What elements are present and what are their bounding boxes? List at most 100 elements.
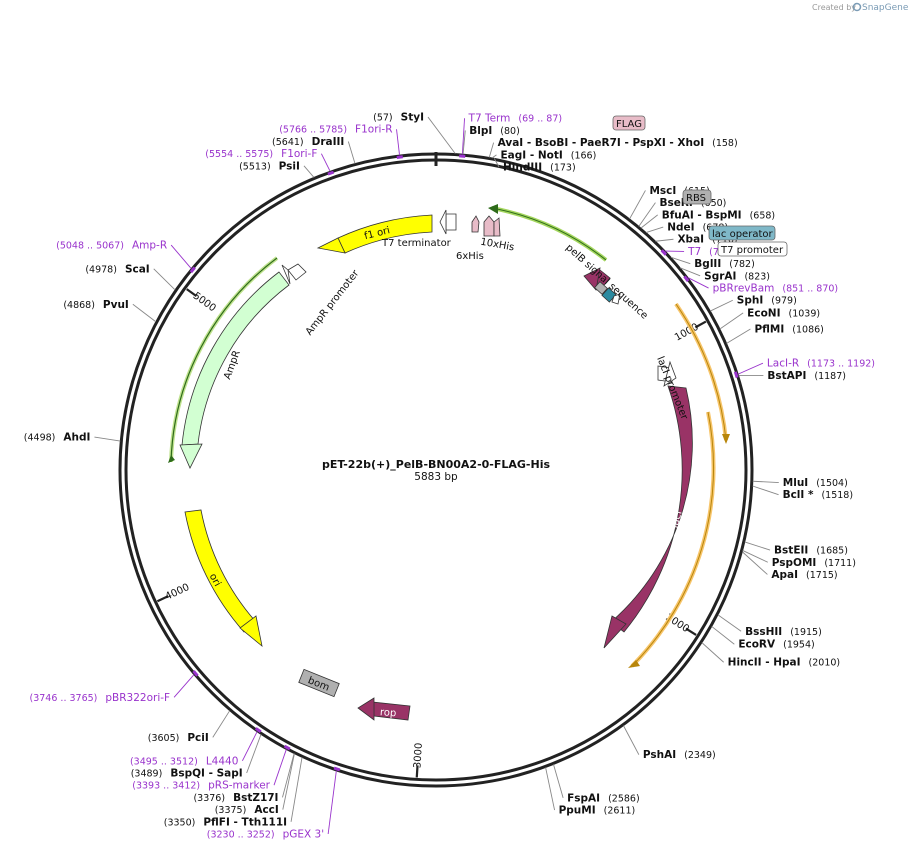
site-label-21[interactable]: BssHII(1915) [745, 626, 822, 638]
feature-10xhis[interactable]: 10xHis [480, 215, 516, 253]
site-leader-8 [645, 226, 664, 233]
site-label-11[interactable]: SgrAI(823) [704, 270, 770, 282]
site-name-29: BstZ17I [233, 792, 278, 804]
site-label-24[interactable]: PshAI(2349) [643, 749, 716, 761]
feature-ampr[interactable]: AmpR [168, 256, 290, 469]
feature-f1-ori[interactable]: f1 ori [316, 214, 433, 254]
tick-label-3000: 3000 [412, 742, 425, 768]
site-label-18[interactable]: BstEII(1685) [774, 545, 848, 557]
site-leader-35 [303, 165, 315, 178]
site-leader-29 [282, 753, 295, 798]
site-pos-17: (1518) [821, 490, 853, 501]
tag-rbs[interactable]: RBS [682, 189, 712, 205]
primer-label-8[interactable]: (5048 .. 5067)Amp-R [56, 240, 167, 252]
site-label-2[interactable]: AvaI - BsoBI - PaeR7I - PspXI - XhoI(158… [498, 137, 738, 149]
site-label-22[interactable]: EcoRV(1954) [738, 639, 814, 651]
tag-lac-operator[interactable]: lac operator [708, 225, 776, 241]
site-label-27[interactable]: (3350)PflFI - Tth111I [164, 816, 287, 828]
site-label-17[interactable]: BclI *(1518) [783, 489, 853, 501]
site-leader-36 [347, 141, 356, 164]
site-label-34[interactable]: (4978)ScaI [85, 263, 149, 275]
primer-label-0[interactable]: T7 Term(69 .. 87) [468, 113, 563, 125]
primer-text-0: T7 Term(69 .. 87) [468, 113, 563, 125]
site-name-28: AccI [254, 804, 278, 816]
primer-label-3[interactable]: LacI-R(1173 .. 1192) [767, 358, 875, 370]
site-label-3[interactable]: EagI - NotI(166) [500, 149, 596, 161]
snapgene-logo-icon [852, 2, 862, 12]
site-name-14: PflMI [754, 323, 784, 335]
feature-pelb-signal-sequence[interactable]: pelB signal sequence [563, 242, 649, 321]
site-name-8: NdeI [667, 222, 694, 234]
primer-range-4: (3230 .. 3252) [207, 830, 275, 841]
site-name-24: PshAI [643, 749, 676, 761]
site-label-36[interactable]: (5641)DraIII [272, 136, 344, 148]
feature-6xhis[interactable]: 6xHis [456, 215, 484, 262]
primer-label-4[interactable]: (3230 .. 3252)pGEX 3' [207, 829, 324, 841]
site-leader-13 [719, 312, 744, 330]
feature-ori[interactable]: ori [184, 509, 263, 648]
site-pos-26: (2611) [604, 806, 636, 817]
site-pos-23: (2010) [809, 658, 841, 669]
site-label-31[interactable]: (3605) PciI [148, 732, 209, 744]
tag-t7-promoter[interactable]: T7 promoter [717, 241, 788, 257]
primer-label-6[interactable]: (3495 .. 3512)L4440 [130, 755, 238, 767]
primer-range-8: (5048 .. 5067) [56, 241, 124, 252]
site-pos-32: (4498) [24, 433, 56, 444]
primer-label-9[interactable]: (5554 .. 5575)F1ori-F [205, 148, 317, 160]
site-label-1[interactable]: BlpI(80) [469, 125, 520, 137]
site-label-10[interactable]: BglII(782) [694, 258, 754, 270]
site-label-30[interactable]: (3489)BspQI - SapI [131, 768, 243, 780]
site-leader-25 [553, 764, 564, 798]
primer-label-5[interactable]: (3393 .. 3412)pRS-marker [132, 780, 270, 792]
primer-mark-8 [189, 266, 196, 274]
site-pos-13: (1039) [788, 308, 820, 319]
feature-laci[interactable]: lacI [603, 385, 693, 649]
tag-lac-operator-text: lac operator [712, 229, 773, 240]
site-label-19[interactable]: PspOMI(1711) [772, 557, 856, 569]
site-label-33[interactable]: (4868)PvuI [63, 299, 129, 311]
site-pos-31: (3605) [148, 733, 180, 744]
site-text-16: MluI(1504) [783, 477, 848, 489]
site-label-12[interactable]: SphI(979) [737, 295, 797, 307]
site-label-29[interactable]: (3376)BstZ17I [193, 792, 278, 804]
site-pos-36: (5641) [272, 137, 304, 148]
feature-ampr-promoter[interactable]: AmpR promoter [281, 263, 362, 338]
feature-t7-terminator[interactable]: T7 terminator [381, 209, 457, 249]
primer-text-4: (3230 .. 3252)pGEX 3' [207, 829, 324, 841]
site-leader-7 [640, 214, 658, 229]
site-label-25[interactable]: FspAI(2586) [567, 792, 640, 804]
site-pos-3: (166) [571, 150, 597, 161]
primer-leader-7 [173, 674, 195, 698]
primer-range-2: (851 .. 870) [782, 284, 838, 295]
primer-mark-7 [192, 670, 199, 677]
site-label-15[interactable]: BstAPI(1187) [767, 370, 846, 382]
site-label-23[interactable]: HincII - HpaI(2010) [728, 657, 840, 669]
site-text-7: BfuAI - BspMI(658) [662, 209, 775, 221]
site-label-26[interactable]: PpuMI(2611) [559, 805, 636, 817]
primer-text-5: (3393 .. 3412)pRS-marker [132, 780, 270, 792]
feature-bom[interactable]: bom [298, 668, 340, 698]
site-label-32[interactable]: (4498)AhdI [24, 432, 91, 444]
site-label-35[interactable]: (5513)PsiI [239, 160, 300, 172]
tag-flag[interactable]: FLAG [612, 115, 646, 131]
primer-label-10[interactable]: (5766 .. 5785)F1ori-R [279, 124, 392, 136]
site-label-28[interactable]: (3375)AccI [215, 804, 279, 816]
site-label-4[interactable]: HindIII(173) [503, 162, 576, 174]
site-label-13[interactable]: EcoNI(1039) [747, 307, 820, 319]
primer-range-9: (5554 .. 5575) [205, 149, 273, 160]
site-label-0[interactable]: (57)StyI [373, 112, 424, 124]
site-label-20[interactable]: ApaI(1715) [771, 569, 837, 581]
site-leader-14 [726, 328, 751, 344]
site-label-7[interactable]: BfuAI - BspMI(658) [662, 209, 775, 221]
primer-label-7[interactable]: (3746 .. 3765)pBR322ori-F [30, 692, 171, 704]
site-pos-35: (5513) [239, 161, 271, 172]
site-name-9: XbaI [677, 234, 704, 246]
site-label-16[interactable]: MluI(1504) [783, 477, 848, 489]
site-label-14[interactable]: PflMI(1086) [754, 323, 823, 335]
tag-flag-text: FLAG [616, 119, 642, 130]
site-text-26: PpuMI(2611) [559, 805, 636, 817]
site-name-31: PciI [187, 732, 208, 744]
primer-label-2[interactable]: pBRrevBam(851 .. 870) [713, 283, 839, 295]
site-pos-22: (1954) [783, 640, 815, 651]
feature-rop[interactable]: rop [357, 697, 411, 721]
